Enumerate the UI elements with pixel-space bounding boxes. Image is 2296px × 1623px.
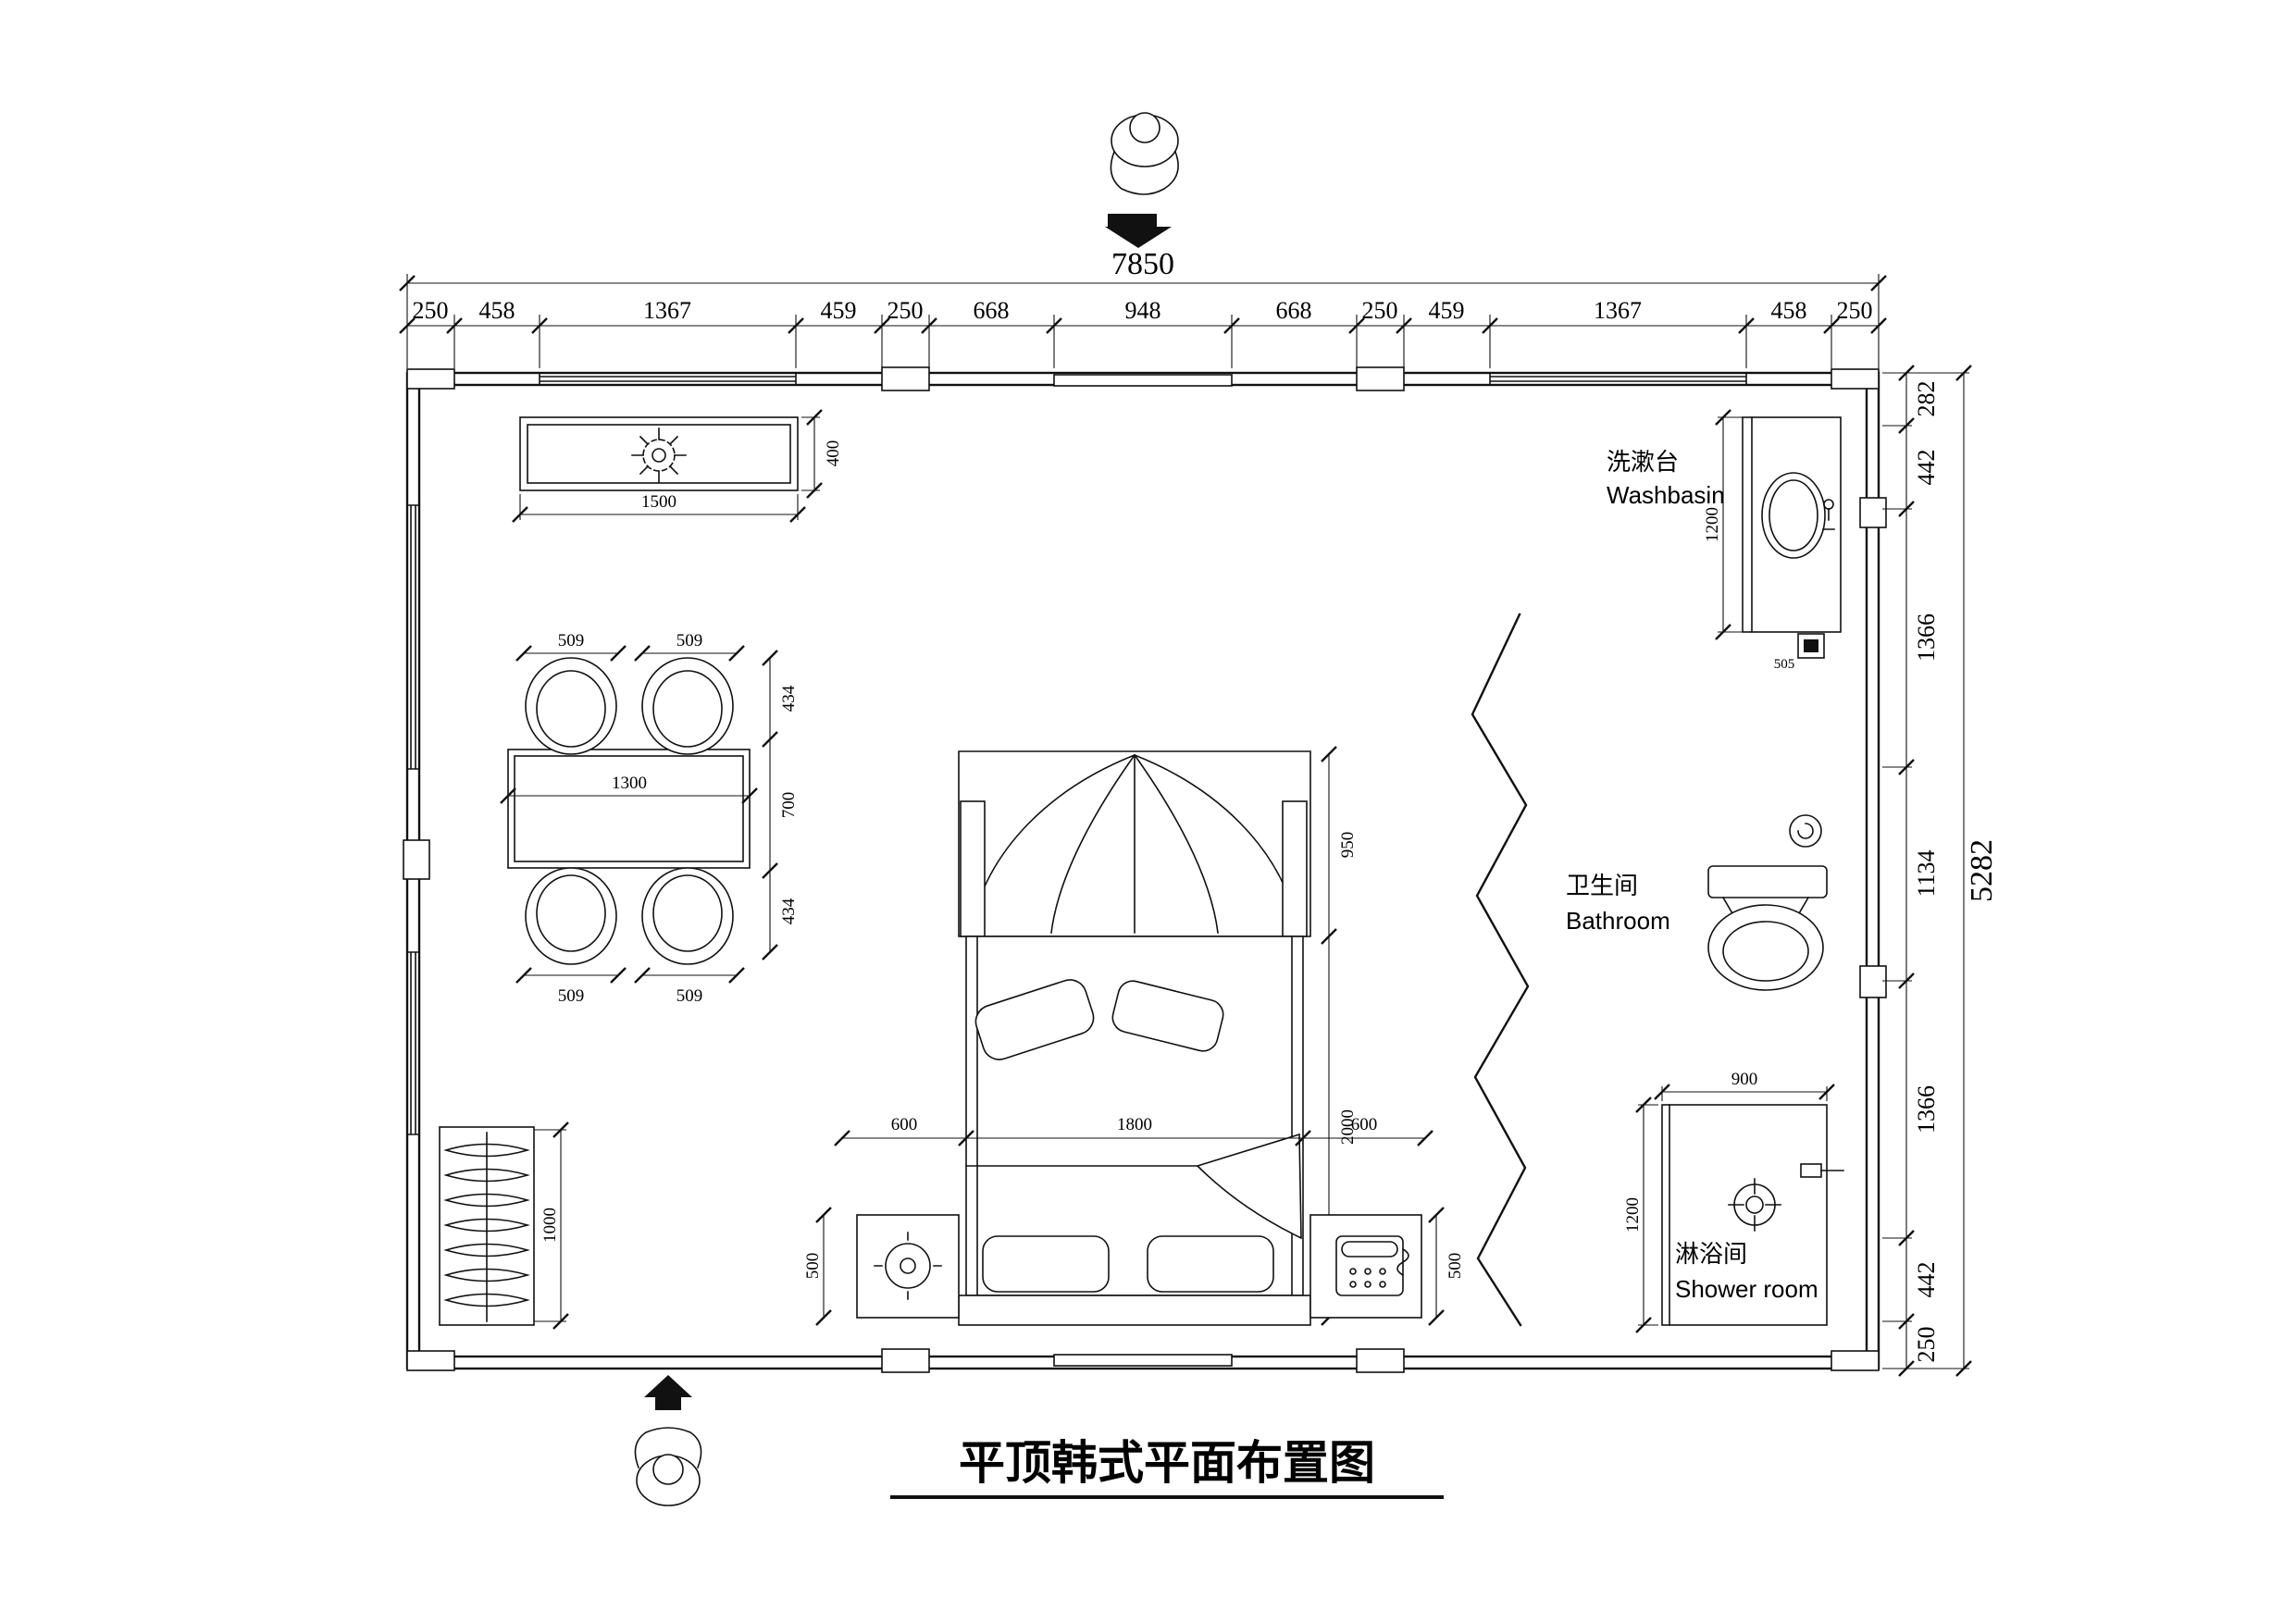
dim-top-11: 458 (1771, 297, 1807, 324)
nightstand-left (856, 1214, 960, 1319)
washbasin-label-zh: 洗漱台 (1607, 448, 1679, 476)
dim-top-8: 250 (1362, 297, 1398, 324)
toilet (1707, 865, 1828, 991)
dimension-nightstands: 500 500 (803, 1206, 1465, 1327)
dimension-dining: 509 509 509 509 1300 434 700 434 (499, 631, 799, 1006)
dim-dining-bottom: 434 (779, 898, 799, 924)
folding-partition (1471, 613, 1530, 1327)
dim-bed-width: 1800 (1117, 1115, 1152, 1134)
dimension-right-total: 5282 (1955, 364, 1999, 1378)
shower-head-icon (1800, 1163, 1844, 1178)
dim-table-width: 1300 (612, 774, 647, 793)
window-top-left (539, 372, 797, 386)
dimension-washbasin: 1200 505 (1703, 408, 1795, 672)
washbasin-counter (1742, 416, 1842, 659)
bathroom-label: 卫生间 Bathroom (1566, 872, 1670, 935)
dim-top-6: 948 (1125, 297, 1161, 324)
dim-total-height: 5282 (1965, 839, 1999, 902)
dim-top-5: 668 (974, 297, 1010, 324)
dim-right-2: 1366 (1913, 613, 1940, 662)
dimension-right-chain: 282 442 1366 1134 1366 442 250 (1882, 364, 1969, 1378)
dim-right-3: 1134 (1913, 849, 1940, 897)
dim-right-0: 282 (1913, 381, 1940, 417)
title-text: 平顶韩式平面布置图 (959, 1437, 1375, 1489)
bed-canopy (958, 750, 1311, 937)
dim-washbasin-length: 1200 (1703, 507, 1722, 542)
dim-wardrobe-length: 1000 (540, 1208, 560, 1243)
person-bottom-icon (634, 1427, 702, 1506)
dim-right-1: 442 (1913, 450, 1940, 486)
dimension-ceiling-light: 1500 400 (511, 408, 843, 524)
dim-right-5: 442 (1913, 1262, 1940, 1298)
dim-bed-length: 2000 (1338, 1109, 1358, 1145)
dimension-bed: 950 2000 600 1800 600 (833, 745, 1434, 1327)
dim-top-7: 668 (1276, 297, 1312, 324)
dim-top-2: 1367 (643, 297, 691, 324)
entry-arrow-bottom (644, 1375, 692, 1410)
dim-right-4: 1366 (1913, 1085, 1940, 1134)
door-threshold-top (1053, 374, 1233, 387)
dim-light-width: 1500 (641, 492, 676, 512)
wall-columns (403, 366, 1887, 1373)
entry-arrow-top (1105, 214, 1172, 248)
window-left-lower (406, 951, 420, 1135)
dim-top-3: 459 (821, 297, 857, 324)
person-top-icon (1110, 112, 1179, 195)
dimension-shower: 900 1200 (1623, 1070, 1836, 1334)
dim-ns-left-depth: 500 (803, 1253, 823, 1280)
dim-ns-right-depth: 500 (1446, 1253, 1465, 1280)
shower-label: 淋浴间 Shower room (1675, 1240, 1818, 1303)
bed-body (958, 935, 1311, 1326)
washbasin-label-en: Washbasin (1607, 481, 1725, 509)
window-left-upper (406, 504, 420, 770)
bathroom-label-zh: 卫生间 (1566, 872, 1638, 899)
dim-ns-right-width: 600 (1351, 1115, 1378, 1134)
door-threshold-bottom (1053, 1354, 1233, 1367)
shower-room (1661, 1104, 1844, 1326)
dim-washbasin-cabinet: 505 (1774, 657, 1795, 672)
window-top-right (1489, 372, 1747, 386)
dimension-top-chain: 250 458 1367 459 250 668 948 668 250 459… (398, 297, 1888, 368)
dim-total-width: 7850 (1111, 247, 1174, 281)
toilet-paper-holder (1789, 814, 1822, 848)
dining-chairs (525, 657, 734, 965)
washbasin-label: 洗漱台 Washbasin (1607, 448, 1725, 509)
dining-table (507, 749, 751, 869)
dim-right-6: 250 (1913, 1327, 1940, 1363)
dim-top-4: 250 (887, 297, 924, 324)
dim-shower-width: 900 (1731, 1070, 1758, 1089)
nightstand-right (1309, 1214, 1422, 1319)
shower-label-zh: 淋浴间 (1675, 1240, 1747, 1268)
dim-chair-tr: 509 (676, 631, 703, 650)
dim-top-1: 458 (479, 297, 515, 324)
dim-shower-depth: 1200 (1623, 1197, 1643, 1233)
dimension-top-total: 7850 (398, 247, 1888, 368)
dimension-wardrobe: 1000 (534, 1121, 570, 1331)
dim-top-9: 459 (1429, 297, 1465, 324)
dim-dining-top: 434 (779, 685, 799, 712)
drawing-title: 平顶韩式平面布置图 (890, 1437, 1444, 1499)
dim-ns-left-width: 600 (891, 1115, 918, 1134)
bathroom-label-en: Bathroom (1566, 907, 1670, 935)
dim-light-depth: 400 (824, 440, 843, 467)
dim-top-0: 250 (413, 297, 449, 324)
telephone-icon (1335, 1235, 1409, 1296)
dim-top-12: 250 (1837, 297, 1873, 324)
ceiling-light (519, 416, 799, 491)
dim-chair-bl: 509 (558, 986, 585, 1006)
dim-chair-br: 509 (676, 986, 703, 1006)
wardrobe (439, 1126, 535, 1326)
dim-chair-tl: 509 (558, 631, 585, 650)
dim-canopy: 950 (1338, 832, 1358, 859)
dim-top-10: 1367 (1594, 297, 1642, 324)
shower-label-en: Shower room (1675, 1275, 1818, 1303)
dim-dining-mid: 700 (779, 792, 799, 819)
